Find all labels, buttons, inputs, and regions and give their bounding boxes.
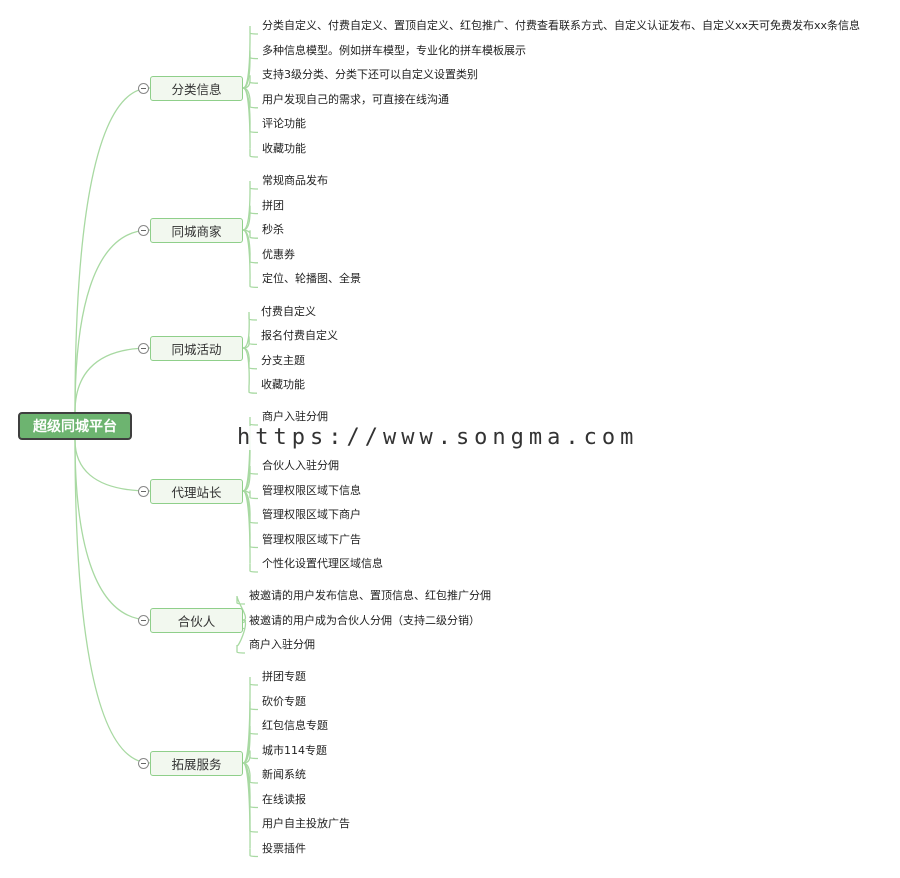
leaf-topic[interactable]: 秒杀 bbox=[262, 223, 284, 237]
leaf-topic[interactable]: 分类自定义、付费自定义、置顶自定义、红包推广、付费查看联系方式、自定义认证发布、… bbox=[262, 19, 861, 32]
branch-topic[interactable]: 同城商家 bbox=[150, 217, 243, 243]
leaf-topic[interactable]: 商户入驻分佣 bbox=[262, 410, 328, 423]
branch-topic[interactable]: 分类信息 bbox=[150, 75, 243, 101]
leaf-topic[interactable]: 用户自主投放广告 bbox=[262, 817, 350, 830]
leaf-topic[interactable]: 管理权限区域下商户 bbox=[262, 508, 361, 521]
branch-topic[interactable]: 合伙人 bbox=[150, 607, 243, 633]
leaf-topic[interactable]: 收藏功能 bbox=[261, 378, 305, 392]
leaf-topic[interactable]: 被邀请的用户发布信息、置顶信息、红包推广分佣 bbox=[249, 589, 491, 602]
leaf-topic[interactable]: 城市114专题 bbox=[262, 743, 327, 757]
leaf-topic[interactable]: 支持3级分类、分类下还可以自定义设置类别 bbox=[262, 68, 478, 82]
leaf-topic[interactable]: 红包信息专题 bbox=[262, 719, 328, 732]
root-topic[interactable]: 超级同城平台 bbox=[18, 412, 132, 440]
collapse-toggle-icon[interactable] bbox=[138, 485, 149, 497]
watermark: https://www.songma.com bbox=[217, 426, 683, 450]
collapse-toggle-icon[interactable] bbox=[138, 342, 149, 354]
leaf-topic[interactable]: 新闻系统 bbox=[262, 768, 306, 781]
leaf-topic[interactable]: 定位、轮播图、全景 bbox=[262, 272, 361, 286]
collapse-toggle-icon[interactable] bbox=[138, 614, 149, 626]
branch-topic[interactable]: 拓展服务 bbox=[150, 750, 243, 776]
collapse-toggle-icon[interactable] bbox=[138, 757, 149, 769]
leaf-topic[interactable]: 报名付费自定义 bbox=[261, 329, 338, 343]
leaf-topic[interactable]: 用户发现自己的需求，可直接在线沟通 bbox=[262, 92, 449, 106]
leaf-topic[interactable]: 在线读报 bbox=[262, 792, 306, 806]
leaf-topic[interactable]: 分支主题 bbox=[261, 353, 305, 367]
branch-topic[interactable]: 代理站长 bbox=[150, 478, 243, 504]
leaf-topic[interactable]: 常规商品发布 bbox=[262, 174, 328, 187]
leaf-topic[interactable]: 管理权限区域下广告 bbox=[262, 532, 361, 546]
branch-topic[interactable]: 同城活动 bbox=[150, 335, 243, 361]
leaf-topic[interactable]: 被邀请的用户成为合伙人分佣（支持二级分销） bbox=[249, 613, 480, 627]
leaf-topic[interactable]: 管理权限区域下信息 bbox=[262, 483, 361, 497]
leaf-topic[interactable]: 评论功能 bbox=[262, 117, 306, 131]
collapse-toggle-icon[interactable] bbox=[138, 82, 149, 94]
leaf-topic[interactable]: 商户入驻分佣 bbox=[249, 638, 315, 651]
leaf-topic[interactable]: 投票插件 bbox=[262, 841, 306, 855]
leaf-topic[interactable]: 优惠券 bbox=[262, 247, 295, 261]
leaf-topic[interactable]: 个性化设置代理区域信息 bbox=[262, 557, 383, 570]
leaf-topic[interactable]: 收藏功能 bbox=[262, 142, 306, 155]
leaf-topic[interactable]: 付费自定义 bbox=[261, 305, 316, 318]
leaf-topic[interactable]: 拼团专题 bbox=[262, 670, 306, 683]
collapse-toggle-icon[interactable] bbox=[138, 224, 149, 236]
leaf-topic[interactable]: 合伙人入驻分佣 bbox=[262, 459, 339, 472]
leaf-topic[interactable]: 多种信息模型。例如拼车模型，专业化的拼车模板展示 bbox=[262, 43, 526, 57]
leaf-topic[interactable]: 砍价专题 bbox=[262, 694, 306, 708]
leaf-topic[interactable]: 拼团 bbox=[262, 198, 284, 212]
